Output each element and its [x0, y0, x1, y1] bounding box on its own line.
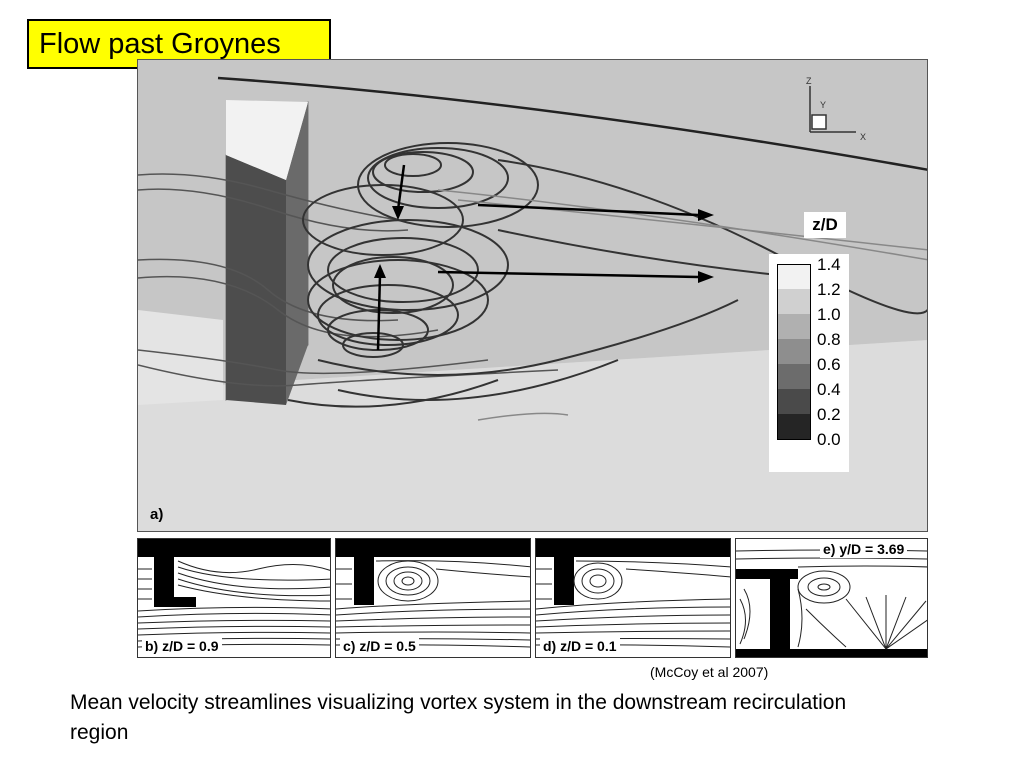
axis-z-label: Z [806, 76, 812, 86]
legend-title: z/D [804, 212, 846, 238]
panel-label-a: a) [150, 506, 164, 523]
legend-tick: 0.6 [817, 355, 841, 374]
sub-panel-b: b) z/D = 0.9 [137, 538, 331, 658]
sub-panel-label-b: b) z/D = 0.9 [142, 638, 222, 655]
legend-tick: 0.4 [817, 380, 841, 399]
streamline-plot [536, 539, 730, 648]
legend-swatch-4 [777, 339, 811, 364]
sub-panel-e: e) y/D = 3.69 [735, 538, 928, 658]
streamline-plot [138, 539, 330, 648]
slide-caption: Mean velocity streamlines visualizing vo… [70, 691, 847, 744]
axis-x-label: X [860, 132, 866, 142]
legend-tick: 0.8 [817, 330, 841, 349]
legend-swatch-2 [777, 289, 811, 314]
legend-swatch-3 [777, 314, 811, 339]
sub-panel-label-c: c) z/D = 0.5 [340, 638, 419, 655]
legend-tick: 0.0 [817, 430, 841, 449]
sub-panel-label-d: d) z/D = 0.1 [540, 638, 620, 655]
legend-tick: 1.0 [817, 305, 841, 324]
color-legend: 1.4 1.2 1.0 0.8 0.6 0.4 0.2 0.0 [769, 254, 849, 472]
legend-swatch-1 [777, 264, 811, 290]
citation: (McCoy et al 2007) [650, 664, 769, 680]
axis-y-label: Y [820, 100, 826, 110]
main-figure: Z Y X z/D 1.4 1.2 1.0 0.8 0.6 0.4 0.2 0.… [137, 59, 928, 532]
sub-panel-label-e: e) y/D = 3.69 [820, 541, 908, 558]
streamline-plot [736, 549, 927, 657]
legend-tick: 0.2 [817, 405, 841, 424]
sub-panel-d: d) z/D = 0.1 [535, 538, 731, 658]
legend-swatch-6 [777, 389, 811, 414]
legend-swatch-7 [777, 414, 811, 440]
legend-swatch-5 [777, 364, 811, 389]
sub-panel-c: c) z/D = 0.5 [335, 538, 531, 658]
legend-tick: 1.4 [817, 255, 841, 274]
legend-tick: 1.2 [817, 280, 841, 299]
